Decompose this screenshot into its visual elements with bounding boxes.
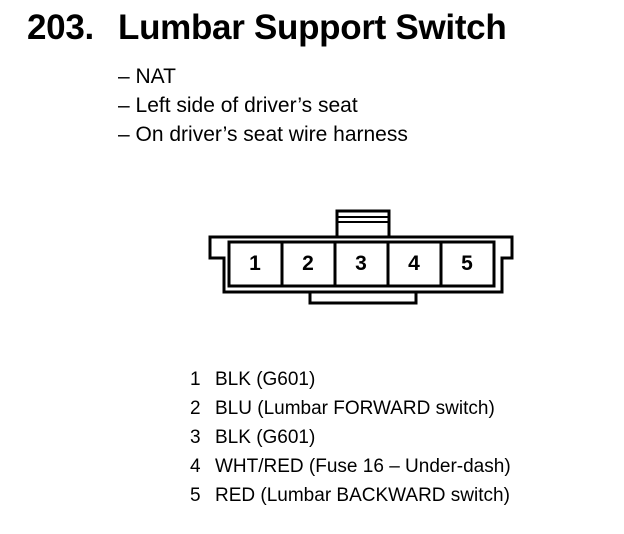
pin-number: 4 <box>190 456 201 477</box>
pin-number: 3 <box>190 427 201 448</box>
pin-description: BLU (Lumbar FORWARD switch) <box>215 398 495 419</box>
title-text: Lumbar Support Switch <box>118 8 507 47</box>
page-title: 203. Lumbar Support Switch <box>27 8 507 48</box>
pin-list-row: 4 WHT/RED (Fuse 16 – Under-dash) <box>190 452 511 481</box>
pin-list-row: 2 BLU (Lumbar FORWARD switch) <box>190 394 511 423</box>
connector-bottom-tab <box>308 290 418 305</box>
notes-list: – NAT – Left side of driver’s seat – On … <box>118 62 408 149</box>
pin-description: BLK (G601) <box>215 427 316 448</box>
pin-description: WHT/RED (Fuse 16 – Under-dash) <box>215 456 511 477</box>
pin-list-row: 3 BLK (G601) <box>190 423 511 452</box>
pin-label-3: 3 <box>355 252 367 275</box>
note-item: – On driver’s seat wire harness <box>118 123 408 146</box>
pin-list-row: 5 RED (Lumbar BACKWARD switch) <box>190 481 511 510</box>
pin-number: 1 <box>190 369 201 390</box>
pin-label-5: 5 <box>461 252 473 275</box>
pin-description: RED (Lumbar BACKWARD switch) <box>215 485 510 506</box>
connector-pin-cells <box>227 240 496 288</box>
connector-housing <box>208 235 514 294</box>
connector-diagram: 1 2 3 4 5 <box>208 209 514 305</box>
pin-number: 5 <box>190 485 201 506</box>
pin-label-2: 2 <box>302 252 314 275</box>
note-item: – Left side of driver’s seat <box>118 94 358 117</box>
note-item: – NAT <box>118 65 176 88</box>
pin-cell-5 <box>439 240 496 288</box>
pin-label-4: 4 <box>408 252 420 275</box>
pin-description: BLK (G601) <box>215 369 316 390</box>
pin-list-row: 1 BLK (G601) <box>190 365 511 394</box>
pin-label-1: 1 <box>249 252 261 275</box>
connector-top-tab <box>335 209 391 239</box>
pin-number: 2 <box>190 398 201 419</box>
title-number: 203. <box>27 8 94 47</box>
